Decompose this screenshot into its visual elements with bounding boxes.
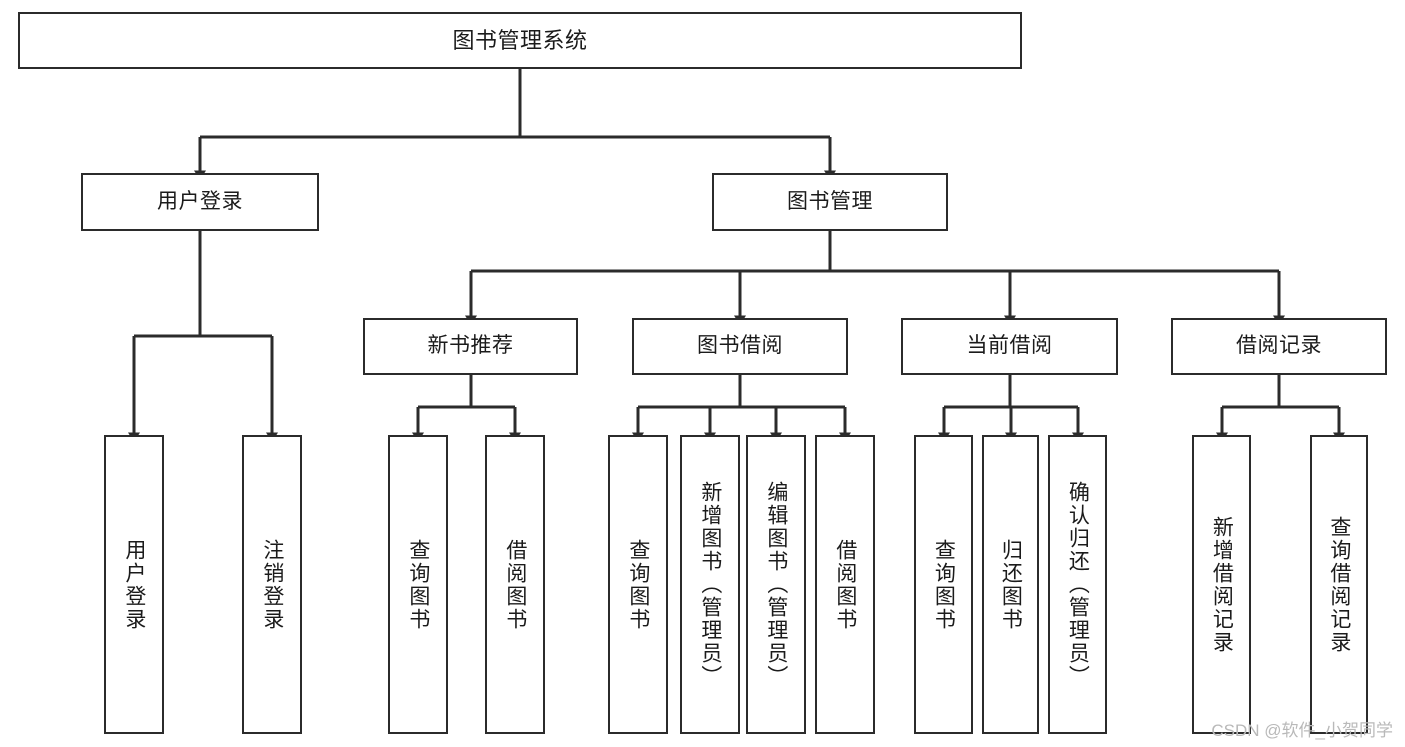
node-leaf-user-login[interactable]: 用户登录 <box>104 435 164 734</box>
node-label: 归还图书 <box>999 538 1023 631</box>
node-label: 用户登录 <box>122 538 146 631</box>
node-label: 确认归还（管理员） <box>1066 481 1090 688</box>
node-label: 图书管理 <box>787 189 873 213</box>
node-new-book-rec[interactable]: 新书推荐 <box>363 318 578 375</box>
node-leaf-query-book-current[interactable]: 查询图书 <box>914 435 973 734</box>
node-label: 查询图书 <box>626 538 650 631</box>
node-leaf-edit-book-admin[interactable]: 编辑图书（管理员） <box>746 435 806 734</box>
node-leaf-query-book-borrow[interactable]: 查询图书 <box>608 435 668 734</box>
node-root[interactable]: 图书管理系统 <box>18 12 1022 69</box>
node-label: 查询图书 <box>406 538 430 631</box>
node-leaf-borrow-book[interactable]: 借阅图书 <box>815 435 875 734</box>
node-label: 借阅记录 <box>1236 334 1322 358</box>
node-leaf-query-borrow-record[interactable]: 查询借阅记录 <box>1310 435 1368 734</box>
watermark-text: CSDN @软件_小贺同学 <box>1211 721 1393 740</box>
node-borrow-record[interactable]: 借阅记录 <box>1171 318 1387 375</box>
node-label: 注销登录 <box>260 538 284 631</box>
node-label: 编辑图书（管理员） <box>764 481 788 688</box>
node-label: 新增图书（管理员） <box>698 481 722 688</box>
node-leaf-logout[interactable]: 注销登录 <box>242 435 302 734</box>
node-leaf-borrow-book-rec[interactable]: 借阅图书 <box>485 435 545 734</box>
node-label: 借阅图书 <box>833 538 857 631</box>
node-book-borrow[interactable]: 图书借阅 <box>632 318 848 375</box>
node-leaf-add-borrow-record[interactable]: 新增借阅记录 <box>1192 435 1251 734</box>
node-label: 查询借阅记录 <box>1327 515 1351 654</box>
node-user-login[interactable]: 用户登录 <box>81 173 319 231</box>
node-label: 查询图书 <box>932 538 956 631</box>
node-leaf-return-book[interactable]: 归还图书 <box>982 435 1039 734</box>
node-label: 借阅图书 <box>503 538 527 631</box>
node-book-manage[interactable]: 图书管理 <box>712 173 948 231</box>
node-leaf-confirm-return-admin[interactable]: 确认归还（管理员） <box>1048 435 1107 734</box>
node-label: 用户登录 <box>157 189 243 213</box>
node-label: 图书管理系统 <box>452 27 588 53</box>
node-current-borrow[interactable]: 当前借阅 <box>901 318 1118 375</box>
node-leaf-add-book-admin[interactable]: 新增图书（管理员） <box>680 435 740 734</box>
node-label: 图书借阅 <box>697 334 783 358</box>
node-label: 当前借阅 <box>966 334 1053 358</box>
node-label: 新增借阅记录 <box>1210 515 1234 654</box>
node-leaf-query-book-rec[interactable]: 查询图书 <box>388 435 448 734</box>
node-label: 新书推荐 <box>427 334 514 358</box>
